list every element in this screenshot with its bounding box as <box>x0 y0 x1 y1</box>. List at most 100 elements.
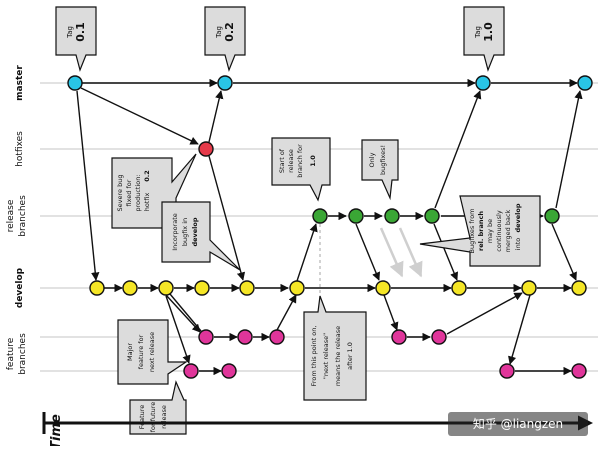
callout-only-bugfixes: Only bugfixes! <box>361 139 399 201</box>
svg-text:rel. branch: rel. branch <box>477 211 485 251</box>
commit-develop-8 <box>451 280 467 296</box>
callout-major-feature: Major feature for next release <box>117 319 188 385</box>
commit-master-0-1 <box>67 75 83 91</box>
lane-label-hotfixes: hotfixes <box>15 131 25 167</box>
arrow-hotfix-develop <box>208 155 246 281</box>
commit-release-3 <box>384 208 400 224</box>
svg-text:feature for: feature for <box>137 334 145 369</box>
tag-callout-0-1: Tag 0.1 <box>55 6 97 72</box>
arrow-master-hotfix <box>80 87 199 145</box>
commit-develop-9 <box>521 280 537 296</box>
tag-callout-0-2: Tag 0.2 <box>204 6 246 72</box>
svg-text:continuously: continuously <box>495 210 503 252</box>
commit-feature1-1 <box>198 329 214 345</box>
commit-feature1-3 <box>269 329 285 345</box>
arrow-develop-feature1 <box>165 294 201 333</box>
arrow-hotfix-master <box>208 90 224 143</box>
lane-label-release-2: branches <box>18 195 28 237</box>
tag-1-0-version: 1.0 <box>482 22 495 42</box>
svg-text:develop: develop <box>514 203 522 232</box>
ghost-arrow-1 <box>379 227 404 278</box>
commit-release-2 <box>348 208 364 224</box>
svg-text:develop: develop <box>191 217 199 246</box>
commit-release-5 <box>544 208 560 224</box>
tag-0-2-label: Tag <box>215 26 223 39</box>
svg-text:release: release <box>287 149 295 173</box>
commits <box>67 75 593 379</box>
commit-develop-5 <box>239 280 255 296</box>
arrow-develop-feature2b <box>508 294 531 365</box>
arrow-develop-feature1c <box>383 294 399 331</box>
arrow-release-develop3 <box>551 223 577 281</box>
commit-feature2-4 <box>571 363 587 379</box>
svg-text:into: into <box>514 238 522 250</box>
lane-label-develop: develop <box>15 267 25 308</box>
svg-text:Severe bug: Severe bug <box>116 175 124 212</box>
commit-master-0-2 <box>217 75 233 91</box>
arrow-release-master2 <box>555 90 583 209</box>
svg-text:Start of: Start of <box>278 148 286 173</box>
time-label: Time <box>49 414 64 446</box>
svg-text:bugfixes!: bugfixes! <box>379 145 387 175</box>
svg-text:merged back: merged back <box>504 209 512 252</box>
commit-feature1-2 <box>237 329 253 345</box>
tag-0-2-version: 0.2 <box>223 22 236 42</box>
lane-label-feature-2: branches <box>18 333 28 375</box>
commit-feature2-3 <box>499 363 515 379</box>
arrow-release-develop1 <box>355 223 381 281</box>
watermark-text: 知乎 @liangzen <box>473 417 563 431</box>
commit-develop-4 <box>194 280 210 296</box>
svg-text:fixed for: fixed for <box>125 179 133 206</box>
commit-develop-6 <box>289 280 305 296</box>
callout-bugfixes-release: Bugfixes from rel. branch may be continu… <box>419 195 541 267</box>
commit-release-4 <box>424 208 440 224</box>
svg-text:0.2: 0.2 <box>143 170 151 182</box>
svg-text:for future: for future <box>149 402 157 433</box>
commit-develop-7 <box>375 280 391 296</box>
callouts: Tag 0.1 Tag 0.2 Tag 1.0 Severe bug fixed… <box>55 6 541 435</box>
svg-text:after 1.0: after 1.0 <box>346 342 354 370</box>
commit-release-1 <box>312 208 328 224</box>
svg-text:next release: next release <box>148 332 156 372</box>
svg-text:branch for: branch for <box>296 144 304 178</box>
commit-feature1-5 <box>431 329 447 345</box>
commit-develop-2 <box>122 280 138 296</box>
svg-text:Major: Major <box>126 343 134 361</box>
svg-text:Incorporate: Incorporate <box>171 213 179 251</box>
commit-feature2-1 <box>183 363 199 379</box>
svg-text:1.0: 1.0 <box>309 155 317 167</box>
svg-text:Only: Only <box>368 152 376 167</box>
commit-feature2-2 <box>221 363 237 379</box>
svg-text:Bugfixes from: Bugfixes from <box>468 208 476 253</box>
lane-label-feature-1: feature <box>6 337 16 370</box>
arrow-master-develop <box>76 90 100 281</box>
lane-label-master: master <box>15 65 25 101</box>
commit-feature1-4 <box>391 329 407 345</box>
arrow-develop-feature1b <box>169 293 202 332</box>
ghost-arrows <box>379 227 423 278</box>
tag-callout-1-0: Tag 1.0 <box>463 6 505 72</box>
svg-text:Feature: Feature <box>138 405 146 430</box>
lane-label-release-1: release <box>6 199 16 232</box>
svg-text:hotfix: hotfix <box>143 193 151 212</box>
svg-text:bugfix in: bugfix in <box>181 218 189 246</box>
watermark: 知乎 @liangzen <box>448 412 588 436</box>
svg-text:production:: production: <box>134 174 142 211</box>
arrow-feature1-develop2 <box>446 292 523 335</box>
svg-text:may be: may be <box>486 219 494 243</box>
ghost-arrow-2 <box>398 227 423 278</box>
tag-0-1-label: Tag <box>66 26 74 39</box>
commit-develop-3 <box>158 280 174 296</box>
commit-master-1-0 <box>475 75 491 91</box>
arrow-develop-feature2 <box>165 295 191 364</box>
svg-text:release: release <box>160 405 168 429</box>
svg-text:"next release": "next release" <box>322 333 330 379</box>
svg-text:means the release: means the release <box>334 326 342 386</box>
callout-from-this-point: From this point on, "next release" means… <box>303 295 367 401</box>
arrow-release-master <box>434 90 482 209</box>
arrow-develop-release <box>296 223 318 282</box>
arrow-feature1-develop <box>276 294 297 331</box>
commit-master-4 <box>577 75 593 91</box>
